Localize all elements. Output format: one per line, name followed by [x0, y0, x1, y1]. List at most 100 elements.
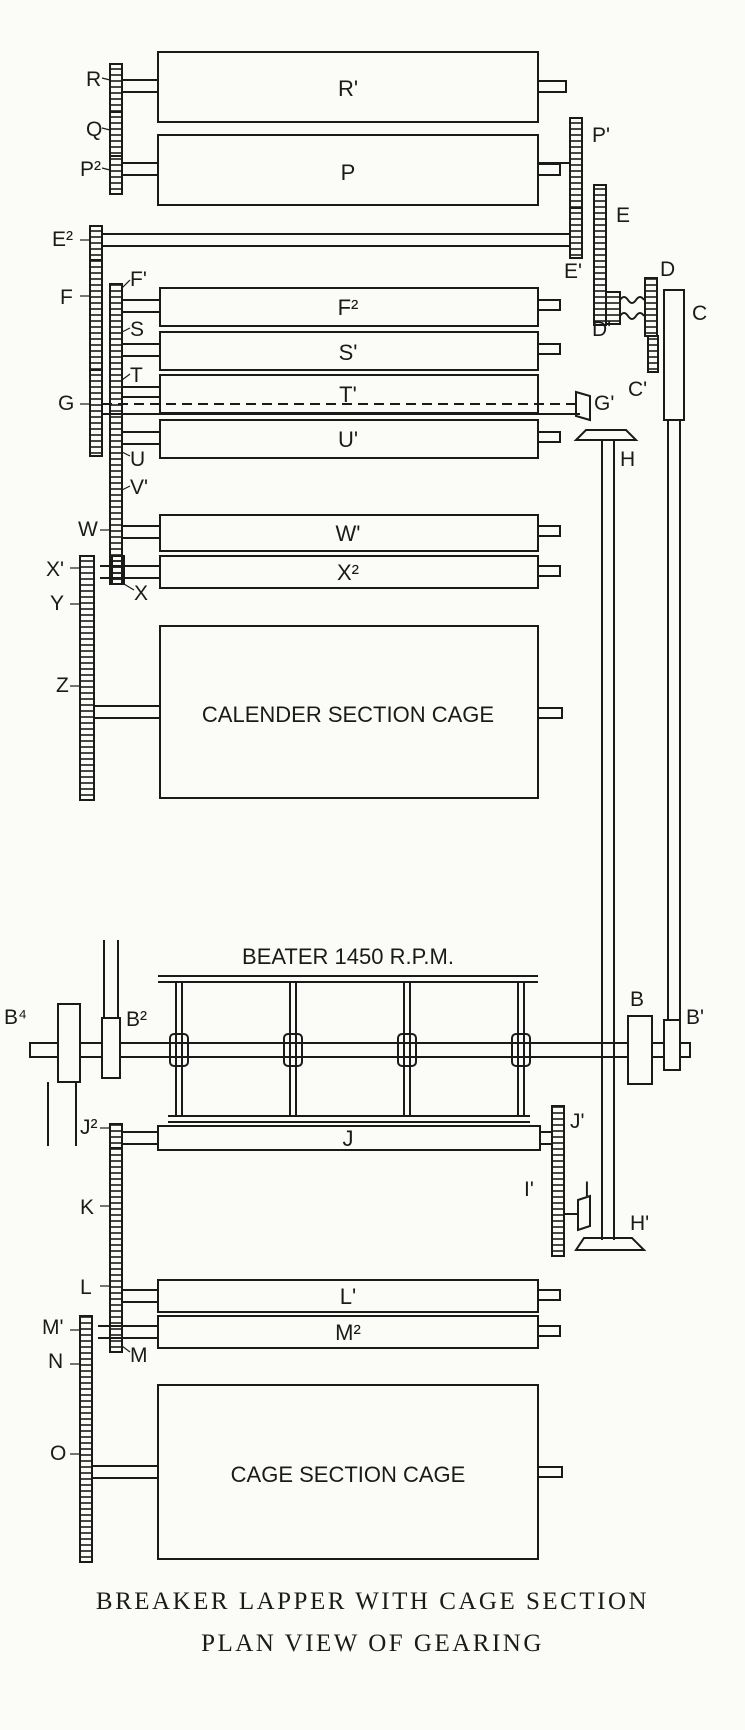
belt-b2: [103, 940, 119, 1020]
label-f: F: [60, 286, 73, 309]
label-x: X: [134, 582, 148, 605]
label-g: G: [58, 392, 74, 415]
label-f1: F': [130, 268, 147, 291]
label-c1: C': [628, 378, 647, 401]
gear-q: [109, 111, 123, 157]
svg-text:M²: M²: [335, 1320, 361, 1345]
gear-j2: [109, 1123, 123, 1149]
label-e: E: [616, 204, 630, 227]
roll-u1: U': [122, 419, 561, 459]
pulley-b: [627, 1015, 653, 1085]
beater-shaft: [29, 1042, 691, 1058]
svg-text:L': L': [340, 1284, 356, 1309]
roll-f2: F²: [122, 287, 561, 327]
gear-p2: [109, 155, 123, 195]
label-m: M: [130, 1344, 148, 1367]
gear-o-column: [79, 1315, 93, 1563]
svg-text:F²: F²: [338, 295, 359, 320]
gear-x1: [111, 555, 125, 585]
label-b: B: [630, 988, 644, 1011]
beater-label: BEATER 1450 R.P.M.: [242, 944, 454, 969]
label-u: U: [130, 448, 145, 471]
gear-r: [109, 63, 123, 113]
label-y: Y: [50, 592, 64, 615]
bevel-gear-h: [573, 429, 639, 441]
label-w: W: [78, 518, 98, 541]
roll-l1: L': [122, 1279, 561, 1313]
label-b4: B⁴: [4, 1006, 27, 1029]
label-t: T: [130, 364, 143, 387]
gear-j1: [551, 1105, 565, 1257]
label-q: Q: [86, 118, 102, 141]
label-x1: X': [46, 558, 64, 581]
svg-text:CAGE SECTION CAGE: CAGE SECTION CAGE: [231, 1462, 466, 1487]
roll-x2: X²: [100, 555, 561, 589]
gear-e2: [89, 225, 103, 261]
calender-section-cage: CALENDER SECTION CAGE: [94, 625, 563, 799]
label-r: R: [86, 68, 101, 91]
roll-t1: T': [102, 374, 580, 415]
gear-e: [593, 184, 607, 326]
leader-lines: [70, 77, 135, 1455]
gear-d1: [605, 291, 621, 325]
label-j2: J²: [80, 1116, 98, 1139]
bevel-gear-i: [577, 1194, 591, 1232]
label-g1: G': [594, 392, 614, 415]
gear-f1-column: [109, 283, 123, 585]
roll-m2: M²: [98, 1315, 561, 1349]
label-e1: E': [564, 260, 582, 283]
roll-j: J: [122, 1125, 552, 1151]
label-h1: H': [630, 1212, 649, 1235]
label-i1: I': [524, 1178, 534, 1201]
gear-f: [89, 259, 103, 371]
label-o: O: [50, 1442, 66, 1465]
shaft-h: [601, 440, 615, 1240]
gear-p1: [569, 117, 583, 209]
label-p1: P': [592, 124, 610, 147]
svg-text:W': W': [336, 521, 361, 546]
label-l: L: [80, 1276, 92, 1299]
cage-section-cage: CAGE SECTION CAGE: [92, 1384, 563, 1560]
gear-g: [89, 369, 103, 457]
label-n: N: [48, 1350, 63, 1373]
caption-title: BREAKER LAPPER WITH CAGE SECTION: [95, 1588, 650, 1615]
label-k: K: [80, 1196, 94, 1219]
label-c: C: [692, 302, 707, 325]
label-b2: B²: [126, 1008, 147, 1031]
shaft-e2: [102, 233, 570, 247]
svg-text:P: P: [341, 160, 356, 185]
label-m1: M': [42, 1316, 64, 1339]
gear-labels: R Q P² P' E² E E' D D' C C' F F' S T G G…: [4, 68, 707, 1465]
svg-text:J: J: [343, 1126, 354, 1151]
bevel-gear-h1: [574, 1237, 647, 1251]
svg-text:T': T': [339, 382, 357, 407]
gear-d: [644, 277, 658, 337]
roll-s1: S': [122, 331, 561, 371]
label-s: S: [130, 318, 144, 341]
svg-text:X²: X²: [337, 560, 359, 585]
label-b1: B': [686, 1006, 704, 1029]
label-z: Z: [56, 674, 69, 697]
label-e2: E²: [52, 228, 73, 251]
pulley-b4: [57, 1003, 81, 1083]
svg-text:R': R': [338, 76, 358, 101]
pulley-b1: [663, 1019, 681, 1071]
label-d: D: [660, 258, 675, 281]
belt-b4: [47, 1082, 77, 1146]
gear-kl-column: [109, 1147, 123, 1353]
pulley-c: [663, 289, 685, 421]
label-v1: V': [130, 476, 148, 499]
svg-text:U': U': [338, 427, 358, 452]
label-j1: J': [570, 1110, 585, 1133]
label-d1: D': [592, 318, 611, 341]
spring-coupling: [619, 296, 645, 320]
gear-e1: [569, 207, 583, 259]
label-i: I: [584, 1178, 590, 1201]
bevel-gear-g1: [575, 390, 591, 422]
gear-z-column: [79, 555, 95, 801]
caption-subtitle: PLAN VIEW OF GEARING: [201, 1630, 544, 1657]
pulley-b2: [101, 1017, 121, 1079]
roll-w1: W': [122, 514, 561, 552]
roll-r1: R': [122, 51, 567, 123]
